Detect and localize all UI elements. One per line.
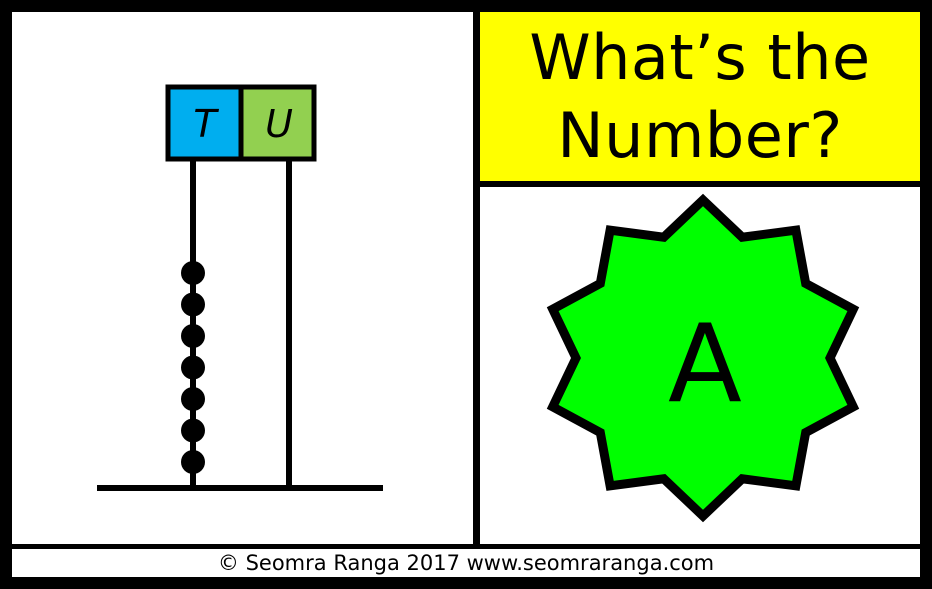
copyright-footer: © Seomra Ranga 2017 www.seomraranga.com — [12, 549, 920, 577]
badge-letter: A — [590, 300, 820, 430]
